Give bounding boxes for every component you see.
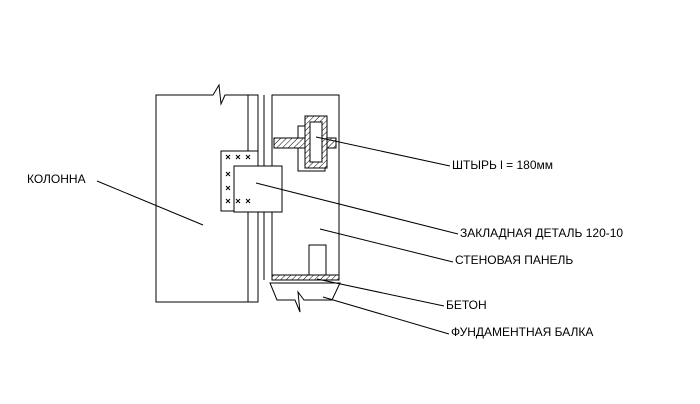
foundation-beam-outline (269, 282, 341, 313)
leader-concrete (316, 278, 445, 307)
column-outline (155, 83, 259, 303)
label-wall-panel: СТЕНОВАЯ ПАНЕЛЬ (455, 253, 573, 267)
foundation-beam (269, 282, 341, 313)
pin (273, 115, 337, 169)
label-pin: ШТЫРЬ l = 180мм (452, 158, 553, 172)
pin-rod (309, 121, 323, 163)
panel-base-plate (271, 274, 340, 281)
label-embedded-part: ЗАКЛАДНАЯ ДЕТАЛЬ 120-10 (460, 226, 623, 240)
label-foundation-beam: ФУНДАМЕНТНАЯ БАЛКА (451, 325, 593, 339)
leader-embedded-part (255, 182, 459, 235)
label-column: КОЛОННА (27, 172, 86, 186)
embedded-insert (233, 165, 283, 213)
leader-column (96, 180, 204, 226)
label-concrete: БЕТОН (446, 298, 487, 312)
leader-wall-panel (319, 228, 454, 263)
embedded-part (220, 150, 283, 213)
leader-foundation-beam (322, 296, 450, 335)
weld-marks (225, 154, 251, 204)
panel-bottom-socket (308, 244, 327, 275)
leader-pin (315, 136, 451, 167)
